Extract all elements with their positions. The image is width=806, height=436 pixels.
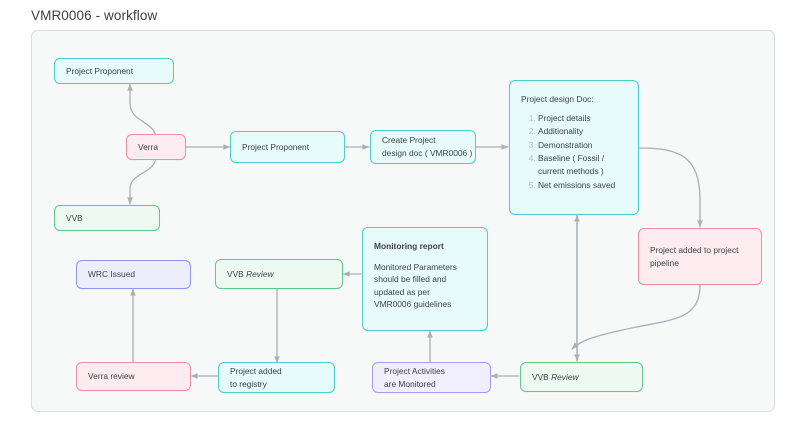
node-wrc-issued[interactable]: WRC Issued [76, 260, 191, 289]
node-body-line-3: updated as per [374, 286, 430, 297]
node-project-added-to-registry[interactable]: Project added to registry [218, 362, 335, 393]
edge-verra-to-proponent-top [127, 83, 157, 140]
list-item: Net emissions saved [538, 179, 627, 192]
node-label-italic: Review [246, 268, 274, 279]
list-item: Demonstration [538, 139, 627, 152]
node-vvb-review-mid[interactable]: VVB Review [215, 259, 343, 289]
node-label: Verra review [88, 371, 135, 382]
node-monitoring-report[interactable]: Monitoring report Monitored Parameters s… [362, 227, 488, 331]
diagram-canvas[interactable]: Project Proponent Verra VVB Project Prop… [31, 30, 775, 412]
node-label: WRC Issued [88, 269, 136, 280]
node-label-italic: Review [551, 371, 579, 382]
list-item: Baseline ( Fossil / current methods ) [538, 152, 627, 177]
edge-layer [127, 83, 703, 379]
node-project-design-doc[interactable]: Project design Doc: Project details Addi… [509, 80, 639, 215]
list-item: Additionality [538, 125, 627, 138]
node-label-line-2: are Monitored [384, 378, 436, 389]
node-label: Project Proponent [242, 141, 310, 152]
node-project-proponent-mid[interactable]: Project Proponent [230, 131, 345, 163]
project-design-doc-list: Project details Additionality Demonstrat… [521, 112, 627, 193]
node-project-activities-monitored[interactable]: Project Activities are Monitored [372, 362, 491, 393]
node-label-line-2: pipeline [650, 257, 679, 268]
node-verra-review[interactable]: Verra review [76, 362, 191, 391]
node-label: Verra [138, 141, 159, 152]
node-label-line-2: design doc ( VMR0006 ) [382, 148, 473, 158]
edge-pipeline-to-vvb-review-bottom [571, 284, 701, 350]
node-create-project-design-doc[interactable]: Create Project design doc ( VMR0006 ) [370, 130, 476, 164]
node-label-line-1: Create Project [382, 135, 436, 146]
node-label-line-2: to registry [230, 378, 267, 389]
node-body-line-4: VMR0006 guidelines [374, 299, 452, 310]
edge-design-doc-to-pipeline [638, 147, 703, 228]
node-label-line-1: Project Activities [384, 365, 445, 376]
node-label: VVB Review [532, 371, 631, 384]
node-body-line-1: Monitored Parameters [374, 261, 457, 272]
node-label: VVB [66, 212, 83, 223]
node-label: Project Proponent [66, 65, 134, 76]
node-label: VVB Review [227, 268, 331, 281]
node-body-line-2: should be filled and [374, 274, 447, 285]
node-project-added-to-pipeline[interactable]: Project added to project pipeline [638, 228, 762, 285]
node-heading: Project design Doc: [521, 94, 594, 104]
edge-verra-to-vvb [127, 155, 157, 205]
page-title: VMR0006 - workflow [31, 8, 158, 23]
node-heading: Monitoring report [374, 241, 444, 251]
node-label-plain: VVB [227, 268, 247, 279]
node-verra[interactable]: Verra [126, 134, 186, 160]
node-project-proponent-top[interactable]: Project Proponent [54, 58, 174, 84]
node-label-line-1: Project added to project [650, 244, 739, 255]
node-vvb[interactable]: VVB [54, 205, 160, 231]
list-item: Project details [538, 112, 627, 125]
node-label-plain: VVB [532, 371, 552, 382]
node-label-line-1: Project added [230, 365, 282, 376]
node-vvb-review-bottom[interactable]: VVB Review [520, 362, 643, 392]
